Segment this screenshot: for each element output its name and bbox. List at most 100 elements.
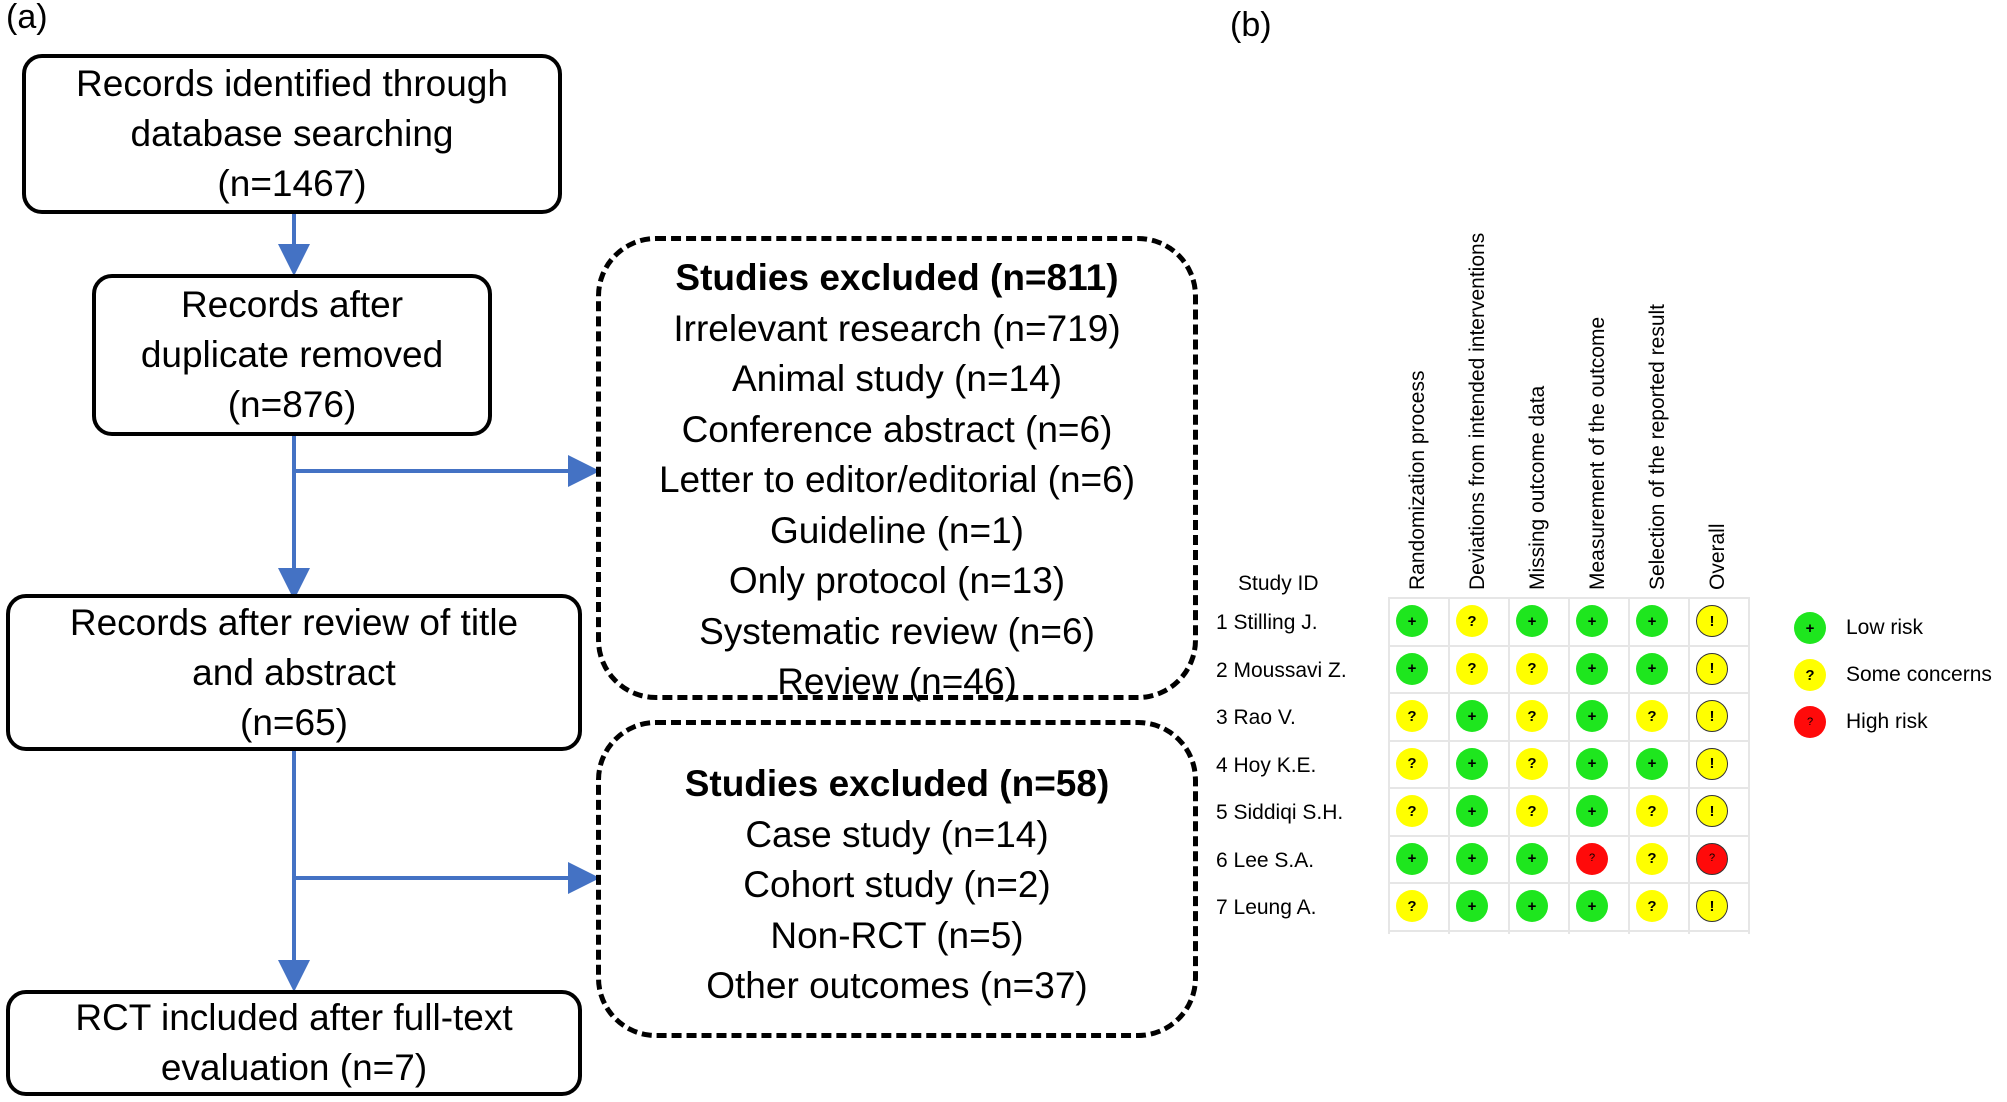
legend-item-high: ?High risk bbox=[1794, 706, 1928, 738]
rob-low-dot: + bbox=[1636, 605, 1668, 637]
flow-box-title-abstract-line2: and abstract bbox=[192, 651, 396, 693]
legend-low-dot: + bbox=[1794, 612, 1826, 644]
rob-low-dot: + bbox=[1576, 700, 1608, 732]
flow-box-title-abstract-line3: (n=65) bbox=[240, 701, 348, 743]
rob-low-dot: + bbox=[1456, 700, 1488, 732]
rob-some-dot: ! bbox=[1696, 795, 1728, 827]
rob-cell: ! bbox=[1690, 599, 1734, 643]
rob-low-dot: + bbox=[1516, 605, 1548, 637]
excluded-screening-heading: Studies excluded (n=811) bbox=[675, 257, 1119, 298]
rob-cell: + bbox=[1630, 647, 1674, 691]
rob-study-label: 6 Lee S.A. bbox=[1216, 848, 1315, 872]
flow-box-identified-line3: (n=1467) bbox=[217, 163, 367, 204]
rob-cell: ? bbox=[1510, 647, 1554, 691]
legend-high-dot: ? bbox=[1794, 706, 1826, 738]
excluded-fulltext-item: Cohort study (n=2) bbox=[743, 864, 1051, 905]
rob-cell: ? bbox=[1390, 789, 1434, 833]
flow-box-rct-line2: evaluation (n=7) bbox=[160, 1047, 428, 1088]
rob-cell: ! bbox=[1690, 789, 1734, 833]
rob-cell: ? bbox=[1390, 742, 1434, 786]
rob-some-dot: ? bbox=[1396, 890, 1428, 922]
rob-gridline bbox=[1388, 597, 1748, 599]
rob-cell: ? bbox=[1450, 647, 1494, 691]
rob-cell: ! bbox=[1690, 742, 1734, 786]
rob-cell: + bbox=[1570, 599, 1614, 643]
rob-some-dot: ? bbox=[1456, 605, 1488, 637]
rob-cell: + bbox=[1570, 742, 1614, 786]
rob-cell: + bbox=[1450, 742, 1494, 786]
flow-box-title-abstract: Records after review of title and abstra… bbox=[6, 594, 582, 751]
rob-low-dot: + bbox=[1396, 652, 1428, 685]
rob-cell: + bbox=[1510, 837, 1554, 881]
rob-high-dot: ? bbox=[1696, 842, 1728, 875]
rob-gridline bbox=[1388, 787, 1748, 789]
rob-some-dot: ! bbox=[1696, 700, 1728, 732]
rob-study-label: 2 Moussavi Z. bbox=[1216, 658, 1347, 682]
legend-item-some: ? Some concerns bbox=[1794, 659, 1992, 691]
rob-gridline bbox=[1388, 882, 1748, 884]
rob-some-dot: ! bbox=[1696, 747, 1728, 780]
rob-domain-header: Measurement of the outcome bbox=[1586, 316, 1609, 590]
excluded-screening-item: Review (n=46) bbox=[777, 661, 1017, 702]
rob-some-dot: ? bbox=[1396, 795, 1428, 827]
rob-gridline bbox=[1568, 597, 1570, 934]
rob-low-dot: + bbox=[1576, 890, 1608, 922]
rob-cell: + bbox=[1510, 884, 1554, 928]
rob-cell: + bbox=[1390, 647, 1434, 691]
rob-gridline bbox=[1628, 597, 1630, 934]
rob-low-dot: + bbox=[1576, 747, 1608, 780]
flow-box-identified-line1: Records identified through bbox=[76, 63, 508, 104]
legend-some-dot: ? bbox=[1794, 659, 1826, 691]
rob-cell: ? bbox=[1390, 694, 1434, 738]
rob-domain-header: Deviations from intended interventions bbox=[1466, 232, 1489, 590]
rob-gridline bbox=[1388, 739, 1748, 742]
rob-gridline bbox=[1388, 692, 1748, 694]
rob-low-dot: + bbox=[1576, 652, 1608, 685]
flow-box-rct-included: RCT included after full-text evaluation … bbox=[6, 990, 582, 1096]
panel-a-label: (a) bbox=[6, 0, 48, 36]
rob-cell: + bbox=[1450, 837, 1494, 881]
flow-box-identified: Records identified through database sear… bbox=[22, 54, 562, 214]
flow-box-identified-line2: database searching bbox=[130, 113, 454, 154]
rob-cell: + bbox=[1570, 884, 1614, 928]
rob-domain-header: Randomization process bbox=[1406, 370, 1429, 590]
flow-box-duplicates-removed: Records after duplicate removed (n=876) bbox=[92, 274, 492, 436]
rob-cell: ? bbox=[1630, 789, 1674, 833]
excluded-box-fulltext: Studies excluded (n=58) Case study (n=14… bbox=[596, 720, 1198, 1038]
rob-cell: ? bbox=[1450, 599, 1494, 643]
rob-cell: ? bbox=[1570, 837, 1614, 881]
rob-cell: ! bbox=[1690, 694, 1734, 738]
excluded-box-screening: Studies excluded (n=811) Irrelevant rese… bbox=[596, 236, 1198, 702]
rob-some-dot: ! bbox=[1696, 652, 1728, 685]
rob-cell: + bbox=[1630, 599, 1674, 643]
rob-low-dot: + bbox=[1456, 795, 1488, 827]
rob-cell: ! bbox=[1690, 884, 1734, 928]
rob-domain-header: Selection of the reported result bbox=[1646, 303, 1669, 590]
rob-cell: + bbox=[1450, 789, 1494, 833]
rob-low-dot: + bbox=[1576, 605, 1608, 637]
rob-low-dot: + bbox=[1396, 842, 1428, 875]
rob-high-dot: ? bbox=[1576, 842, 1608, 875]
rob-gridline bbox=[1388, 644, 1748, 647]
flow-box-rct-line1: RCT included after full-text bbox=[75, 997, 513, 1038]
rob-cell: ? bbox=[1510, 742, 1554, 786]
rob-study-label: 5 Siddiqi S.H. bbox=[1216, 801, 1344, 824]
excluded-screening-item: Conference abstract (n=6) bbox=[681, 408, 1113, 450]
rob-cell: + bbox=[1390, 837, 1434, 881]
legend-label: Low risk bbox=[1846, 616, 1924, 639]
rob-study-label: 1 Stilling J. bbox=[1216, 611, 1318, 634]
rob-low-dot: + bbox=[1456, 842, 1488, 875]
excluded-screening-item: Animal study (n=14) bbox=[731, 358, 1063, 399]
rob-domain-header: Overall bbox=[1706, 523, 1729, 590]
rob-gridline bbox=[1388, 929, 1748, 932]
rob-some-dot: ! bbox=[1696, 890, 1728, 922]
rob-low-dot: + bbox=[1456, 890, 1488, 922]
rob-cell: ? bbox=[1690, 837, 1734, 881]
rob-cell: + bbox=[1390, 599, 1434, 643]
legend-label: Some concerns bbox=[1846, 663, 1992, 686]
legend-item-low: + Low risk bbox=[1794, 612, 1923, 644]
rob-low-dot: + bbox=[1636, 652, 1668, 685]
rob-some-dot: ? bbox=[1516, 700, 1548, 732]
rob-some-dot: ? bbox=[1636, 890, 1668, 922]
